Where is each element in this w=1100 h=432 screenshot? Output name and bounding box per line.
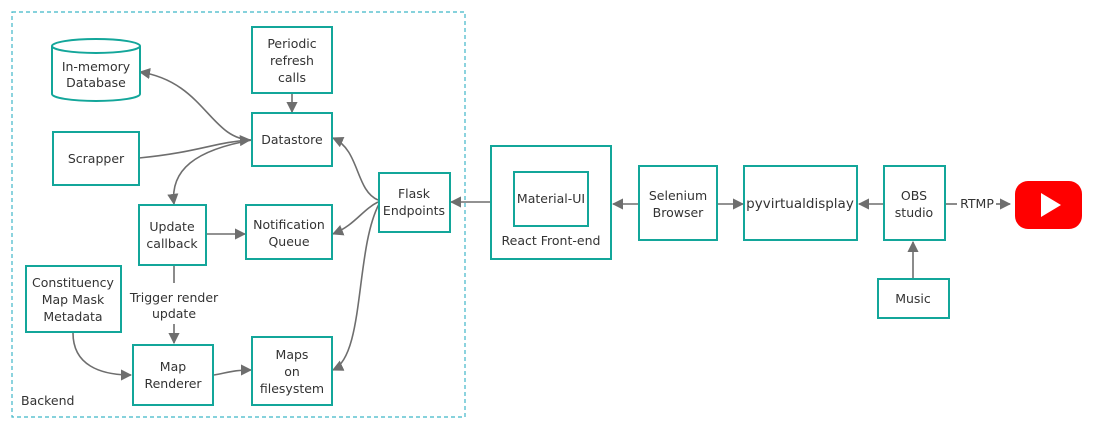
svg-text:Database: Database (66, 75, 126, 90)
svg-text:Selenium: Selenium (649, 188, 707, 203)
svg-text:calls: calls (278, 70, 306, 85)
svg-text:refresh: refresh (270, 53, 314, 68)
svg-text:filesystem: filesystem (260, 381, 324, 396)
svg-text:Constituency: Constituency (32, 275, 114, 290)
svg-text:on: on (284, 364, 300, 379)
svg-text:React Front-end: React Front-end (502, 233, 601, 248)
svg-text:Map Mask: Map Mask (42, 292, 105, 307)
svg-text:Notification: Notification (253, 217, 325, 232)
svg-text:Map: Map (160, 359, 186, 374)
svg-text:Update: Update (149, 219, 195, 234)
node-flask-endpoints: Flask Endpoints (378, 172, 451, 233)
backend-group: Backend (11, 11, 466, 418)
edge-flask-to-notif (331, 201, 379, 236)
svg-text:Endpoints: Endpoints (383, 203, 445, 218)
svg-text:OBS: OBS (901, 188, 927, 203)
node-selenium-browser: Selenium Browser (638, 165, 718, 241)
svg-text:Maps: Maps (276, 347, 309, 362)
svg-text:Datastore: Datastore (261, 132, 323, 147)
svg-text:Flask: Flask (398, 186, 431, 201)
node-obs-studio: OBS studio (883, 165, 946, 241)
svg-text:Metadata: Metadata (43, 309, 102, 324)
youtube-icon (1015, 181, 1082, 229)
edge-datastore-to-update (167, 139, 253, 206)
node-update-callback: Update callback (138, 204, 207, 266)
svg-text:Renderer: Renderer (144, 376, 202, 391)
node-notification-queue: Notification Queue (245, 204, 333, 260)
backend-label: Backend (21, 393, 74, 408)
node-material-ui: Material-UI (513, 171, 589, 227)
node-map-renderer: Map Renderer (132, 344, 214, 406)
edge-label-trigger: Trigger render update (124, 287, 224, 322)
edge-label-rtmp: RTMP (960, 196, 994, 211)
svg-text:Periodic: Periodic (267, 36, 316, 51)
node-datastore: Datastore (251, 112, 333, 167)
edge-renderer-to-maps (213, 364, 253, 376)
svg-text:Music: Music (895, 291, 931, 306)
edges (72, 68, 1012, 381)
edge-scrapper-to-datastore (138, 134, 252, 159)
svg-text:studio: studio (895, 205, 933, 220)
svg-text:Trigger render: Trigger render (129, 290, 219, 305)
svg-text:callback: callback (146, 236, 198, 251)
node-constituency-map-mask-metadata: Constituency Map Mask Metadata (25, 265, 122, 333)
edge-flask-to-datastore (331, 136, 379, 201)
edge-datastore-to-db (138, 68, 253, 141)
svg-text:Scrapper: Scrapper (68, 151, 125, 166)
node-maps-on-filesystem: Maps on filesystem (251, 336, 333, 406)
node-music: Music (877, 278, 950, 319)
svg-text:Queue: Queue (268, 234, 309, 249)
node-pyvirtualdisplay: pyvirtualdisplay (743, 165, 858, 241)
edge-flask-to-maps (331, 203, 380, 371)
svg-text:pyvirtualdisplay: pyvirtualdisplay (746, 196, 854, 212)
svg-text:update: update (152, 306, 196, 321)
svg-text:Material-UI: Material-UI (517, 191, 585, 206)
edge-constituency-to-renderer (72, 332, 133, 381)
node-in-memory-database: In-memory Database (51, 38, 141, 102)
svg-text:In-memory: In-memory (62, 59, 131, 74)
node-scrapper: Scrapper (52, 131, 140, 186)
svg-text:Browser: Browser (653, 205, 705, 220)
node-periodic-refresh-calls: Periodic refresh calls (251, 26, 333, 94)
